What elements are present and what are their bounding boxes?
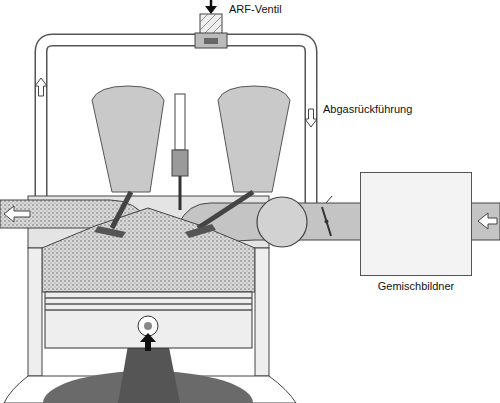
valve-spring-cover	[92, 86, 164, 192]
valve-head	[185, 224, 216, 238]
throttle-shaft	[325, 220, 329, 224]
valve-label: ARF-Ventil	[228, 3, 283, 15]
egr-pipe-bore	[41, 40, 311, 206]
flow-arrow	[305, 109, 317, 127]
valve-head	[94, 226, 126, 238]
cylinder-wall	[255, 248, 269, 376]
throttle-lever	[326, 196, 332, 203]
throttle-plate	[322, 207, 331, 236]
node-text: Gemischbildner	[360, 280, 472, 292]
piston-pin-bore	[144, 322, 152, 330]
throttle-body	[257, 197, 307, 247]
pipe-label: Abgasrückführung	[322, 103, 413, 115]
exhaust-arrow	[4, 206, 30, 222]
valve-spring-cover	[218, 86, 290, 192]
spark-plug-insulator	[175, 94, 185, 150]
intake-arrow	[478, 213, 497, 229]
flow-arrow	[35, 78, 47, 96]
piston-rings	[45, 298, 252, 310]
valve-seat	[204, 38, 218, 44]
valve-stem	[198, 192, 253, 228]
egr-pipe-wall	[41, 40, 311, 206]
spark-plug-body	[172, 150, 188, 176]
mixer-unit: Gemischbildner	[360, 172, 472, 292]
combustion-chamber	[42, 208, 255, 292]
mixer-box	[360, 172, 472, 276]
actuation-arrow-head	[205, 6, 217, 14]
actuation-arrow-shaft	[210, 0, 213, 7]
valve-block	[195, 33, 227, 48]
piston-motion-arrow	[140, 333, 156, 351]
cylinder-wall	[28, 248, 42, 376]
spark-plug-electrode	[179, 176, 182, 210]
valve-stem	[112, 192, 131, 228]
